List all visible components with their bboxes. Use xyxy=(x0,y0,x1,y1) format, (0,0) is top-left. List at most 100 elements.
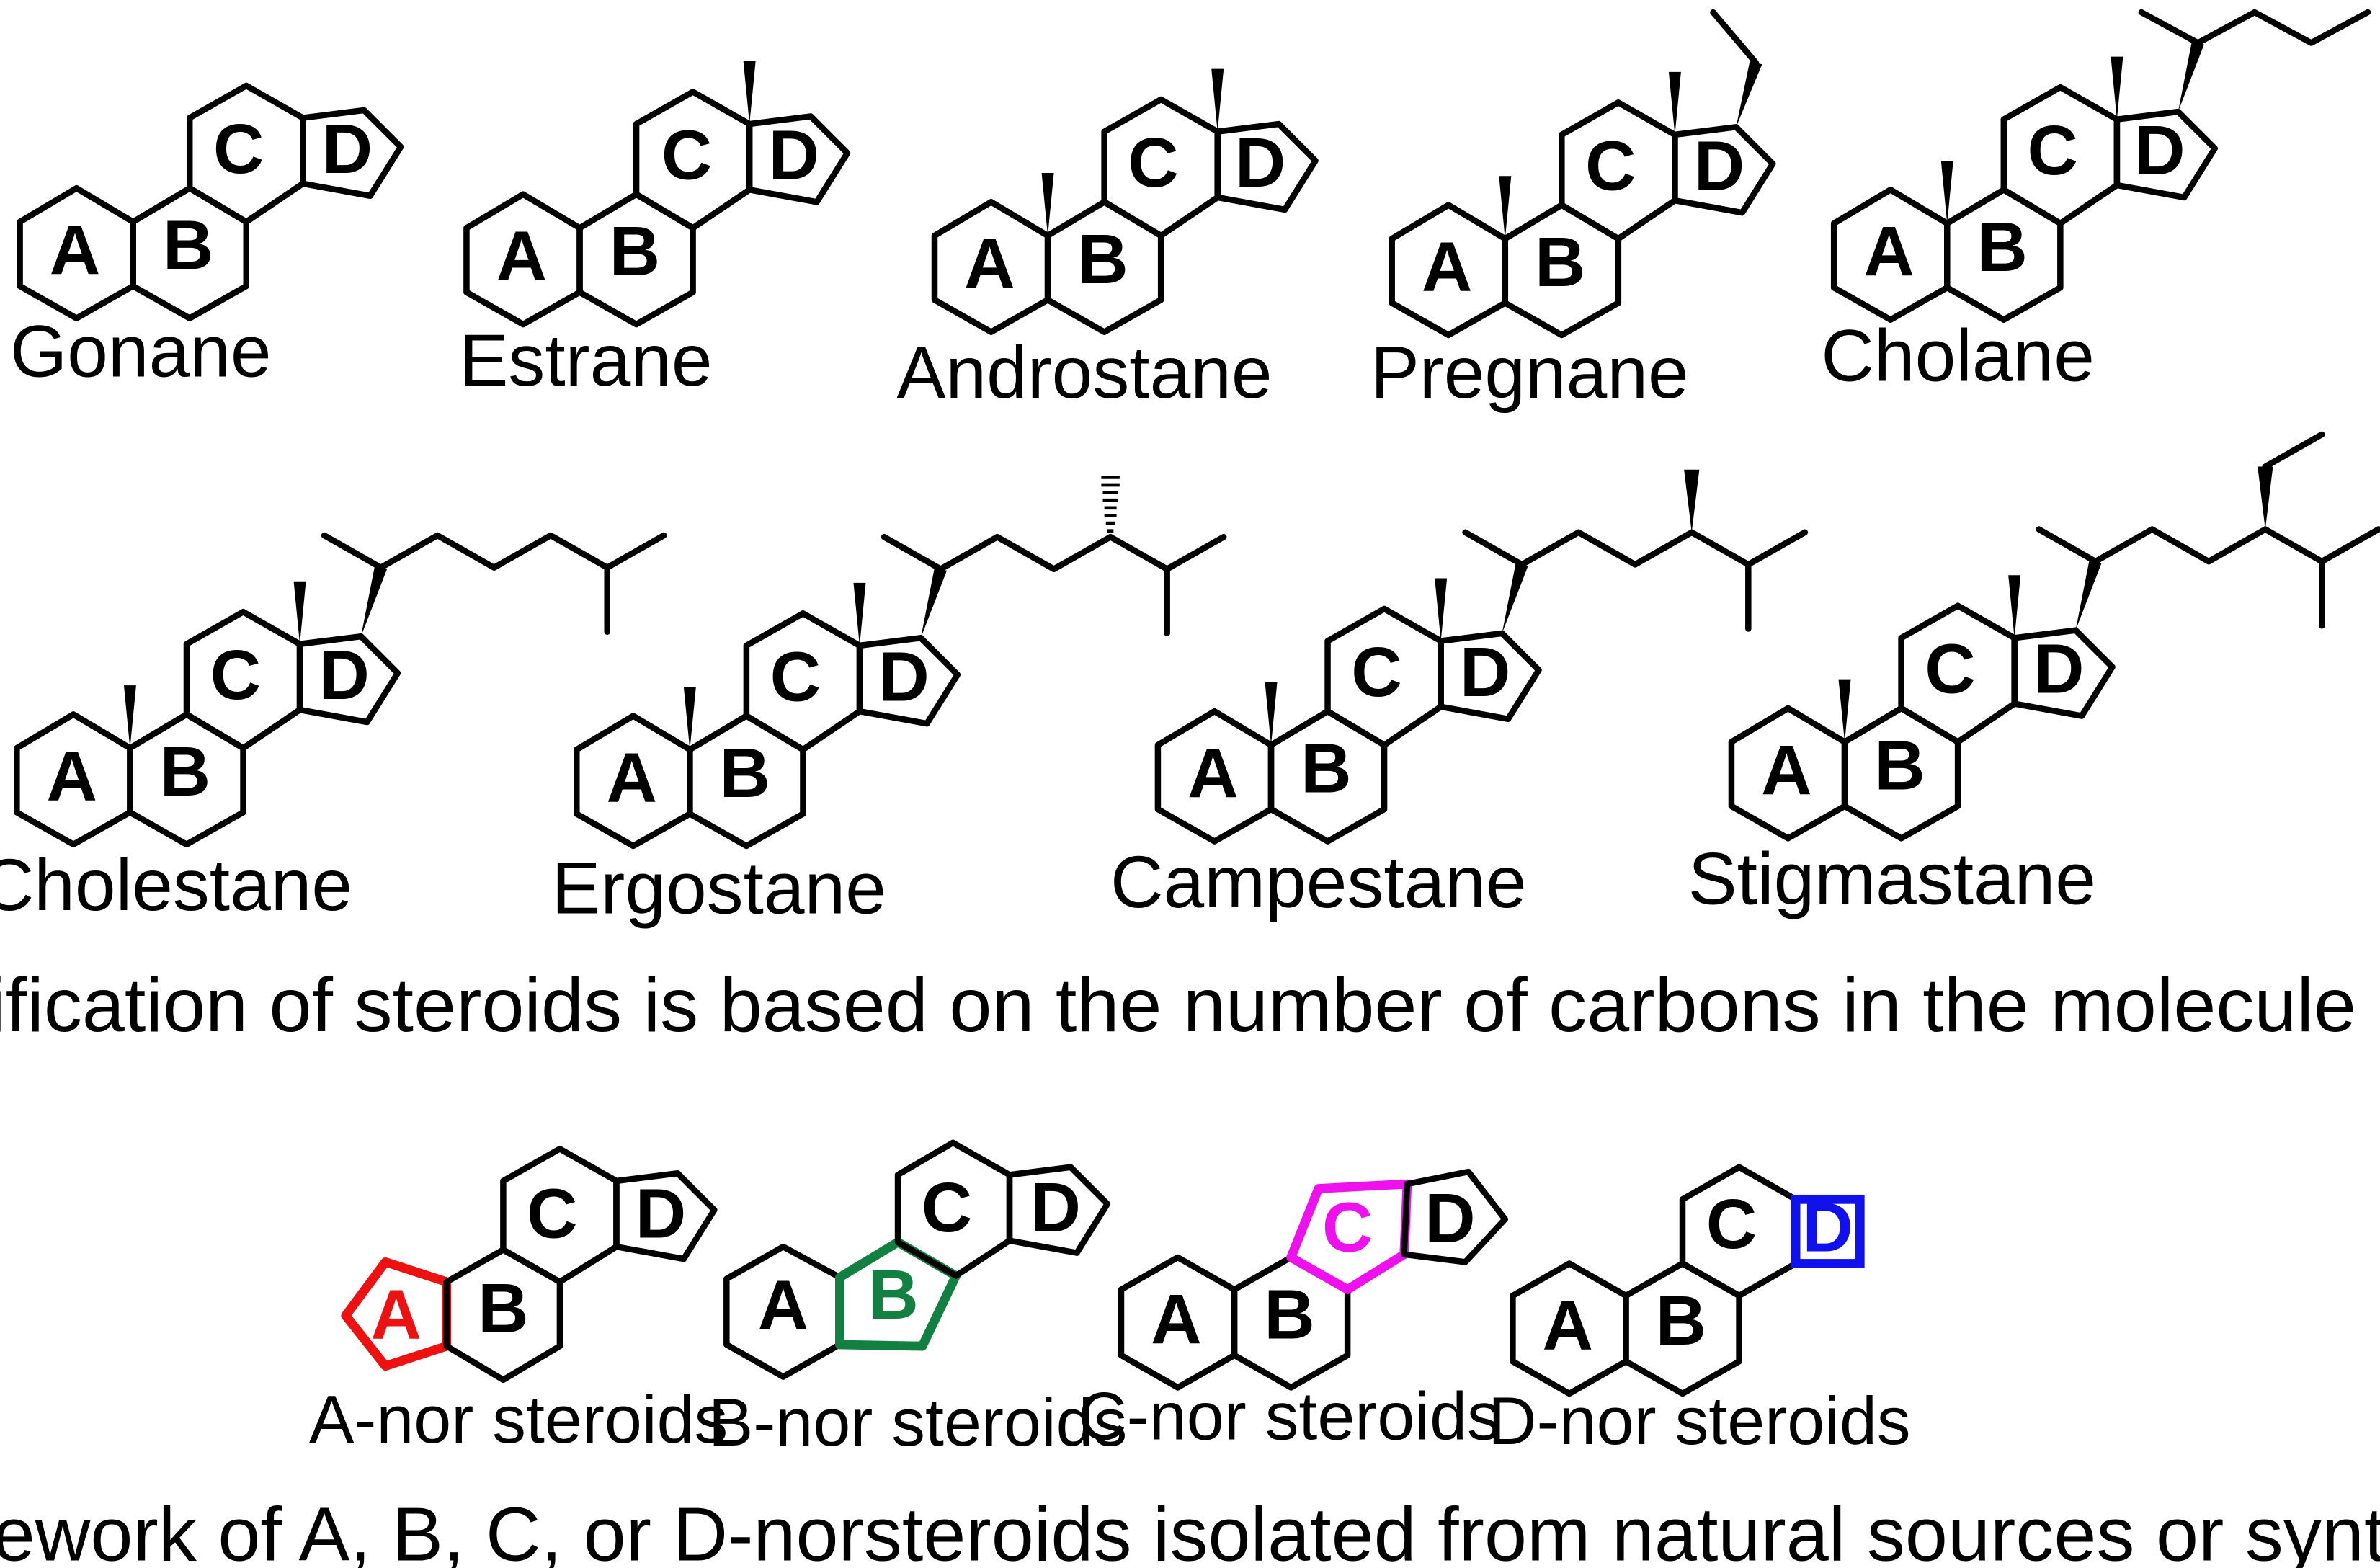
ring-d xyxy=(1438,630,1542,723)
ring-label-b: B xyxy=(1264,1275,1315,1353)
ethyl-bond xyxy=(2262,431,2325,470)
d-nor-structure: A B C D xyxy=(1510,1164,1865,1397)
methyl-wedge-10 xyxy=(1041,172,1054,236)
ring-label-c: C xyxy=(1925,630,1976,708)
ring-d xyxy=(613,1170,718,1262)
side-chain-wedge xyxy=(360,566,388,637)
ring-c-highlight xyxy=(1286,1179,1412,1294)
methyl-wedge-13 xyxy=(2008,575,2021,638)
ring-d xyxy=(2011,627,2116,719)
cholane-label: Cholane xyxy=(1821,315,2095,397)
campestane-structure: A B C D xyxy=(1154,469,1809,845)
methyl-wedge-13 xyxy=(293,581,306,644)
ring-label-c: C xyxy=(1351,633,1402,711)
cholestane-structure: A B C D xyxy=(14,532,667,848)
b-nor-label: B-nor steroids xyxy=(708,1384,1127,1460)
ring-d xyxy=(300,107,404,200)
methyl-wedge-13 xyxy=(1435,578,1448,641)
ring-label-b: B xyxy=(1656,1281,1707,1360)
ring-label-d: D xyxy=(1460,633,1511,711)
side-chain-wedge xyxy=(920,567,947,638)
ring-label-a: A xyxy=(606,738,657,816)
side-chain-wedge xyxy=(1502,563,1528,633)
ring-label-b: B xyxy=(1301,729,1352,808)
ring-d xyxy=(1214,120,1319,213)
ring-label-b: B xyxy=(720,734,771,812)
ring-label-b: B xyxy=(1874,726,1925,804)
c-nor-structure: A B C D xyxy=(1118,1168,1509,1391)
methyl-wedge-13 xyxy=(2111,56,2123,120)
ring-label-b: B xyxy=(1976,208,2028,286)
methyl-wedge-10 xyxy=(1499,176,1512,239)
a-nor-label: A-nor steroids xyxy=(309,1381,728,1457)
ring-label-d: D xyxy=(318,636,370,714)
a-nor-structure: A B C D xyxy=(341,1146,718,1384)
ring-label-a: A xyxy=(1187,734,1239,812)
ring-label-b: B xyxy=(610,212,661,290)
ring-d-highlight xyxy=(1791,1194,1865,1268)
ring-d xyxy=(2113,108,2218,201)
side-chain xyxy=(2036,526,2380,565)
gonane-rings xyxy=(17,82,404,321)
ethyl-bond xyxy=(1710,9,1760,66)
wedge-methyl xyxy=(1684,469,1700,533)
c-nor-label: C-nor steroids xyxy=(1078,1378,1500,1454)
ring-label-d: D xyxy=(2134,111,2185,190)
side-chain xyxy=(881,533,1227,572)
ring-label-c: C xyxy=(922,1168,973,1247)
ring-label-c: C xyxy=(213,110,264,188)
cholestane-label: Cholestane xyxy=(0,844,352,926)
side-chain-wedge xyxy=(2075,560,2102,631)
ring-label-a: A xyxy=(47,736,98,815)
ring-label-c: C xyxy=(210,636,262,714)
ring-d xyxy=(746,113,851,205)
gonane-structure: A B C D xyxy=(17,82,404,321)
ring-label-d: D xyxy=(636,1174,687,1252)
ring-label-b: B xyxy=(868,1255,919,1334)
methyl-wedge-13 xyxy=(1211,68,1224,132)
d-nor-label: D-nor steroids xyxy=(1488,1383,1910,1458)
ring-label-c: C xyxy=(527,1174,578,1252)
cholane-structure: A B C D xyxy=(1830,9,2371,323)
caption-classification: Classification of steroids is based on t… xyxy=(0,963,2356,1048)
ring-label-b: B xyxy=(478,1269,529,1348)
androstane-label: Androstane xyxy=(896,331,1272,414)
ergostane-label: Ergostane xyxy=(551,847,886,929)
b-nor-structure: A B C D xyxy=(723,1139,1111,1380)
estrane-structure: A B C D xyxy=(463,61,851,328)
ring-d xyxy=(296,633,401,726)
ring-label-d: D xyxy=(878,637,930,716)
ring-label-c: C xyxy=(1322,1188,1373,1267)
ring-label-a: A xyxy=(1761,731,1812,809)
ring-label-b: B xyxy=(163,206,214,285)
methyl-wedge-13 xyxy=(1668,71,1681,135)
side-chain-wedge xyxy=(1736,61,1762,128)
ring-label-a: A xyxy=(1151,1280,1202,1358)
ring-label-a: A xyxy=(50,210,101,289)
ring-label-d: D xyxy=(322,110,373,188)
methyl-wedge-13 xyxy=(853,582,866,646)
ring-label-a: A xyxy=(1422,227,1473,306)
gonane-label: Gonane xyxy=(10,310,272,392)
hashed-methyl xyxy=(1101,476,1120,533)
androstane-structure: A B C D xyxy=(931,68,1319,335)
ring-label-a: A xyxy=(964,224,1015,303)
methyl-wedge-10 xyxy=(1838,679,1851,742)
stigmastane-label: Stigmastane xyxy=(1688,838,2096,920)
stigmastane-structure: A B C D xyxy=(1728,431,2380,842)
ring-label-d: D xyxy=(1802,1188,1853,1267)
ring-label-a: A xyxy=(1543,1286,1594,1364)
ring-label-a: A xyxy=(758,1266,809,1345)
pregnane-label: Pregnane xyxy=(1370,331,1689,414)
ring-label-d: D xyxy=(1425,1179,1476,1257)
ring-label-d: D xyxy=(1235,123,1286,202)
methyl-wedge-10 xyxy=(1940,160,1953,224)
pregnane-structure: A B C D xyxy=(1389,9,1776,339)
caption-framework: Classic framework of A, B, C, or D-norst… xyxy=(0,1492,2380,1568)
ring-label-c: C xyxy=(661,115,713,194)
ergostane-structure: A B C D xyxy=(574,476,1227,850)
ring-label-d: D xyxy=(1030,1168,1081,1247)
ring-d xyxy=(856,635,961,727)
campestane-label: Campestane xyxy=(1110,841,1527,923)
